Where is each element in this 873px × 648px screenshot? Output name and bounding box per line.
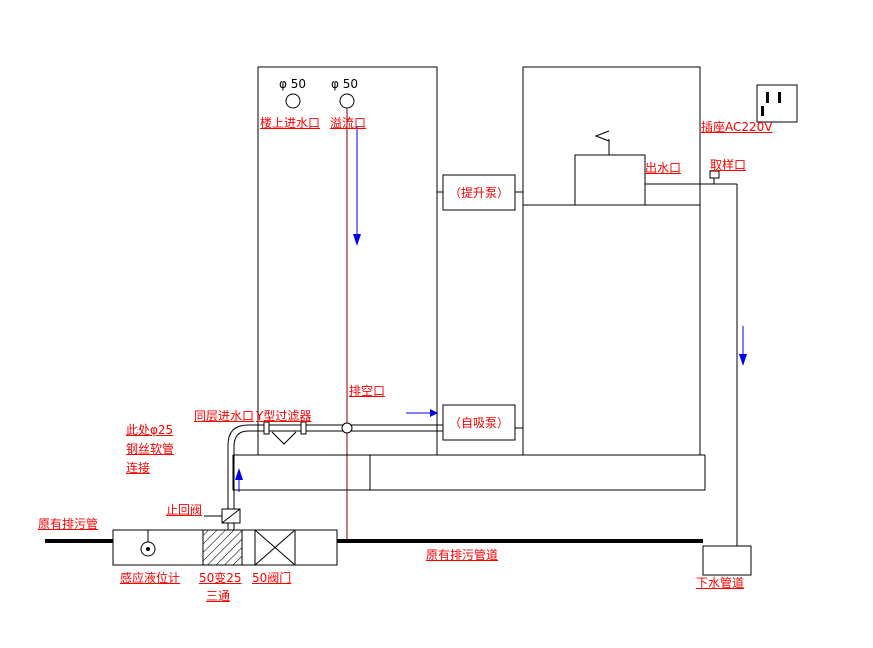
cabinet-top-box — [574, 154, 646, 206]
y-filter-label: Y型过滤器 — [256, 409, 312, 423]
downpipe-label: 下水管道 — [696, 576, 745, 590]
valve-50-symbol — [254, 529, 296, 566]
phi50-left-label: φ 50 — [279, 77, 306, 91]
phi50-right-label: φ 50 — [331, 77, 358, 91]
existing-sewage-pipeline-label: 原有排污管道 — [426, 548, 499, 562]
hose-note-line2: 钢丝软管 — [126, 442, 175, 456]
sewage-line-assembly — [45, 529, 752, 576]
outlet-pipe — [645, 170, 738, 546]
hose-note-line1: 此处φ25 — [126, 423, 174, 437]
outlet-label: 出水口 — [645, 161, 682, 175]
vent-flag-icon — [594, 130, 610, 142]
self-priming-pump-box — [442, 404, 523, 441]
upstairs-inlet-port — [285, 93, 301, 109]
check-valve-label: 止回阀 — [166, 503, 203, 517]
base-frame — [232, 454, 706, 491]
equipment-cabinet — [522, 66, 701, 456]
sampling-port-label: 取样口 — [710, 158, 747, 172]
upper-tank — [257, 66, 438, 456]
tee-label-line2: 三通 — [206, 589, 231, 603]
sampling-port-symbol — [709, 170, 720, 179]
y-filter-flange — [263, 421, 270, 435]
socket-label: 插座AC220V — [701, 120, 773, 134]
downpipe-box — [702, 545, 752, 576]
existing-sewage-pipe-label: 原有排污管 — [38, 517, 99, 531]
suction-pipe — [204, 421, 443, 530]
self-priming-pump-label: （自吸泵） — [448, 416, 509, 430]
y-filter-flange — [300, 421, 307, 435]
valve-50-label: 50阀门 — [252, 571, 292, 585]
same-floor-inlet-label: 同层进水口 — [194, 409, 255, 423]
lift-pump-label: （提升泵） — [448, 186, 509, 200]
power-socket-icon — [756, 84, 798, 123]
upstairs-inlet-label: 楼上进水口 — [260, 116, 321, 130]
lift-pump-box — [437, 174, 523, 211]
drain-port-label: 排空口 — [349, 384, 386, 398]
hose-note-line3: 连接 — [126, 461, 151, 475]
tee-50x25-symbol — [202, 529, 243, 566]
level-sensor-label: 感应液位计 — [120, 571, 181, 585]
flow-arrows — [235, 126, 747, 492]
overflow-port-label: 溢流口 — [330, 116, 367, 130]
overflow-port-circle — [339, 93, 355, 109]
y-filter-symbol — [271, 431, 297, 445]
drain-port-symbol — [341, 422, 353, 434]
tee-label-line1: 50变25 — [199, 571, 242, 585]
